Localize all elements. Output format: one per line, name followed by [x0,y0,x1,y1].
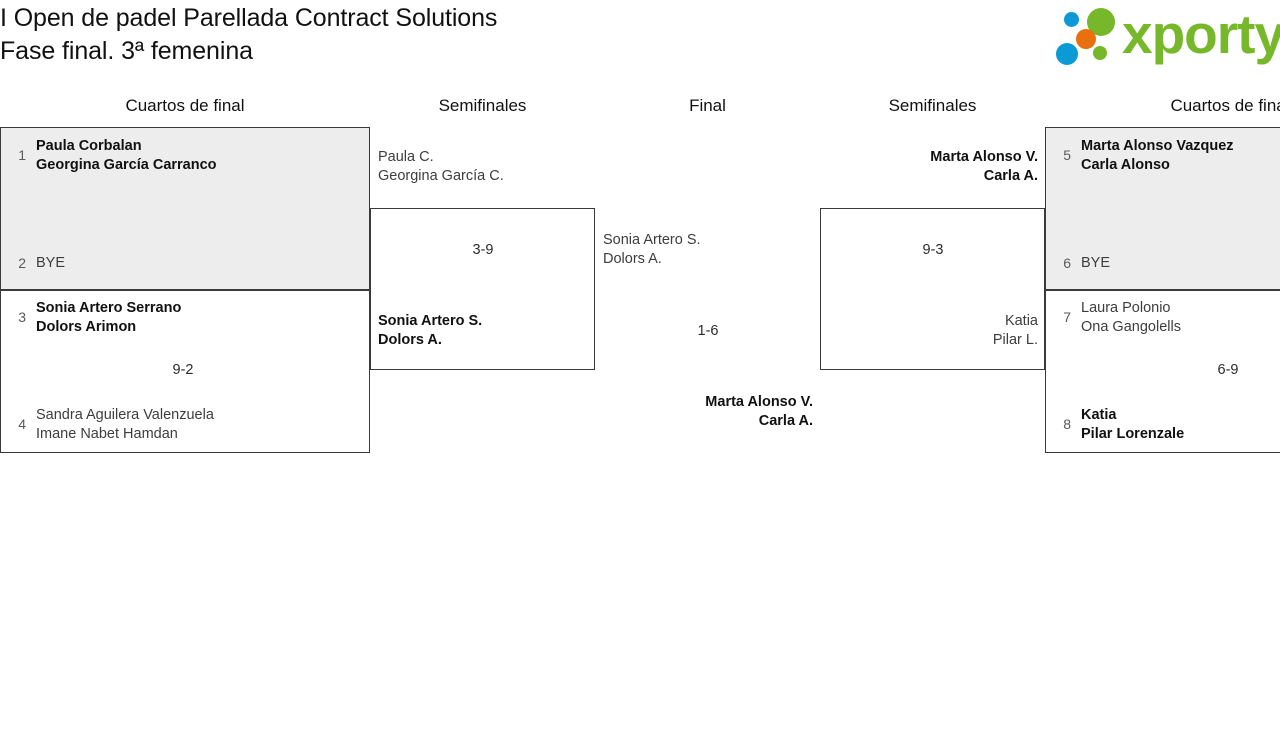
player-name: Sandra Aguilera Valenzuela [36,407,214,423]
player-name: Dolors A. [603,251,662,267]
player-name: Georgina García C. [378,168,504,184]
player-name: Pilar L. [992,332,1038,348]
player-name: Sonia Artero S. [378,313,483,329]
player-names: Sonia Artero S. Dolors A. [378,312,588,350]
logo-dots-icon [1050,6,1126,68]
round-header-semifinals-left: Semifinales [438,96,527,115]
slot-sf-left-top[interactable]: Paula C. Georgina García C. [378,148,588,186]
tournament-name: I Open de padel Parellada Contract Solut… [0,4,498,32]
slot-final-top[interactable]: Sonia Artero S. Dolors A. [603,231,813,269]
round-header-final: Final [689,96,726,115]
slot-sf-right-bottom[interactable]: Katia Pilar L. [828,312,1038,350]
logo-dot-orange [1076,29,1096,49]
player-name: Katia [1004,313,1038,329]
player-names: Sonia Artero Serrano Dolors Arimon [36,299,358,337]
player-name: Marta Alonso V. [705,394,813,410]
slot-qf4-top[interactable]: 7 Laura Polonio Ona Gangolells [1053,299,1280,337]
seed-number: 1 [18,147,26,163]
slot-sf-right-top[interactable]: Marta Alonso V. Carla A. [828,148,1038,186]
player-names: Katia Pilar Lorenzale [1081,406,1280,444]
player-name: Dolors Arimon [36,319,137,335]
tournament-title-block: I Open de padel Parellada Contract Solut… [0,2,900,68]
slot-qf1-bottom[interactable]: 2 BYE [8,254,358,273]
page-header: I Open de padel Parellada Contract Solut… [0,0,1280,88]
round-header-quarterfinals-left: Cuartos de final [125,96,245,115]
score-sf-right: 9-3 [922,242,944,258]
player-name: Carla A. [758,413,813,429]
player-name: Katia [1081,407,1117,423]
player-name: Carla Alonso [1081,157,1170,173]
seed-number: 7 [1063,309,1071,325]
seed-number: 4 [18,416,26,432]
player-name: Imane Nabet Hamdan [36,426,178,442]
seed-number: 2 [18,255,26,271]
slot-qf2-bottom[interactable]: 4 Sandra Aguilera Valenzuela Imane Nabet… [8,406,358,444]
logo-dot-blue-top [1064,12,1079,27]
score-qf2: 9-2 [172,362,194,378]
player-names: BYE [1081,254,1280,273]
logo-dot-blue-bottom [1056,43,1078,65]
match-box-qf1[interactable] [0,127,370,291]
player-name: Georgina García Carranco [36,157,217,173]
match-box-qf2[interactable] [0,289,370,453]
player-names: Paula C. Georgina García C. [378,148,588,186]
player-name: Paula Corbalan [36,138,142,154]
seed-number: 3 [18,309,26,325]
player-names: Sonia Artero S. Dolors A. [603,231,813,269]
player-names: Paula Corbalan Georgina García Carranco [36,137,358,175]
round-header-semifinals-right: Semifinales [888,96,977,115]
player-name: Marta Alonso V. [930,149,1038,165]
player-name: Sonia Artero S. [603,232,701,248]
player-name: Ona Gangolells [1081,319,1181,335]
player-name: BYE [1081,255,1111,271]
player-name: Marta Alonso Vazquez [1081,138,1234,154]
xporty-logo[interactable]: xporty [1050,3,1280,70]
player-names: Sandra Aguilera Valenzuela Imane Nabet H… [36,406,358,444]
player-names: BYE [36,254,358,273]
tournament-phase: Fase final. 3ª femenina [0,37,253,65]
score-final: 1-6 [697,323,719,339]
seed-number: 5 [1063,147,1071,163]
player-names: Marta Alonso V. Carla A. [603,393,813,431]
player-names: Katia Pilar L. [828,312,1038,350]
player-name: Carla A. [983,168,1038,184]
player-names: Marta Alonso Vazquez Carla Alonso [1081,137,1280,175]
player-name: Dolors A. [378,332,442,348]
player-name: BYE [36,255,66,271]
slot-final-bottom[interactable]: Marta Alonso V. Carla A. [603,393,813,431]
player-name: Paula C. [378,149,434,165]
player-name: Sonia Artero Serrano [36,300,182,316]
score-qf4: 6-9 [1217,362,1239,378]
logo-dot-green-small [1093,46,1107,60]
match-box-qf3[interactable] [1045,127,1280,291]
player-names: Laura Polonio Ona Gangolells [1081,299,1280,337]
slot-qf3-top[interactable]: 5 Marta Alonso Vazquez Carla Alonso [1053,137,1280,175]
match-box-qf4[interactable] [1045,289,1280,453]
slot-qf4-bottom[interactable]: 8 Katia Pilar Lorenzale [1053,406,1280,444]
match-box-sf-left[interactable] [370,208,595,370]
score-sf-left: 3-9 [472,242,494,258]
slot-qf1-top[interactable]: 1 Paula Corbalan Georgina García Carranc… [8,137,358,175]
player-name: Laura Polonio [1081,300,1171,316]
seed-number: 6 [1063,255,1071,271]
slot-qf2-top[interactable]: 3 Sonia Artero Serrano Dolors Arimon [8,299,358,337]
logo-wordmark: xporty [1122,3,1280,65]
player-name: Pilar Lorenzale [1081,426,1185,442]
seed-number: 8 [1063,416,1071,432]
player-names: Marta Alonso V. Carla A. [828,148,1038,186]
slot-sf-left-bottom[interactable]: Sonia Artero S. Dolors A. [378,312,588,350]
match-box-sf-right[interactable] [820,208,1045,370]
slot-qf3-bottom[interactable]: 6 BYE [1053,254,1280,273]
round-header-quarterfinals-right: Cuartos de final [1170,96,1280,115]
